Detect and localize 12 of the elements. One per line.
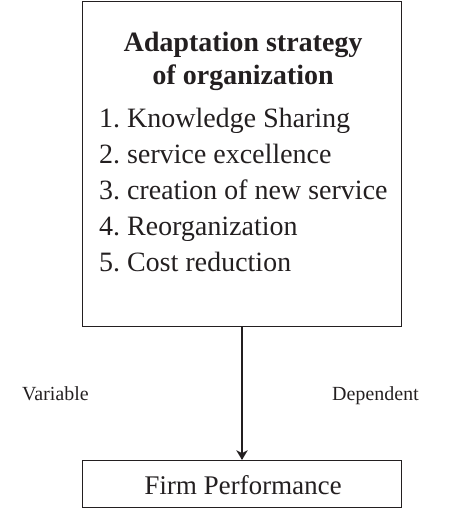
heading: Adaptation strategy of organization	[122, 26, 364, 92]
variable-label: Dependent	[332, 383, 419, 406]
text-box	[82, 460, 402, 508]
text-box	[82, 1, 402, 327]
list-item: 2. service excellence	[99, 139, 332, 171]
arrow	[236, 327, 248, 460]
list-item: 5. Cost reduction	[99, 247, 292, 279]
box-label: Firm Performance	[143, 470, 343, 501]
list-item: 3. creation of new service	[99, 175, 388, 207]
list-item: 4. Reorganization	[99, 211, 298, 243]
list-item: 1. Knowledge Sharing	[99, 103, 350, 135]
variable-label: Variable	[22, 383, 89, 406]
